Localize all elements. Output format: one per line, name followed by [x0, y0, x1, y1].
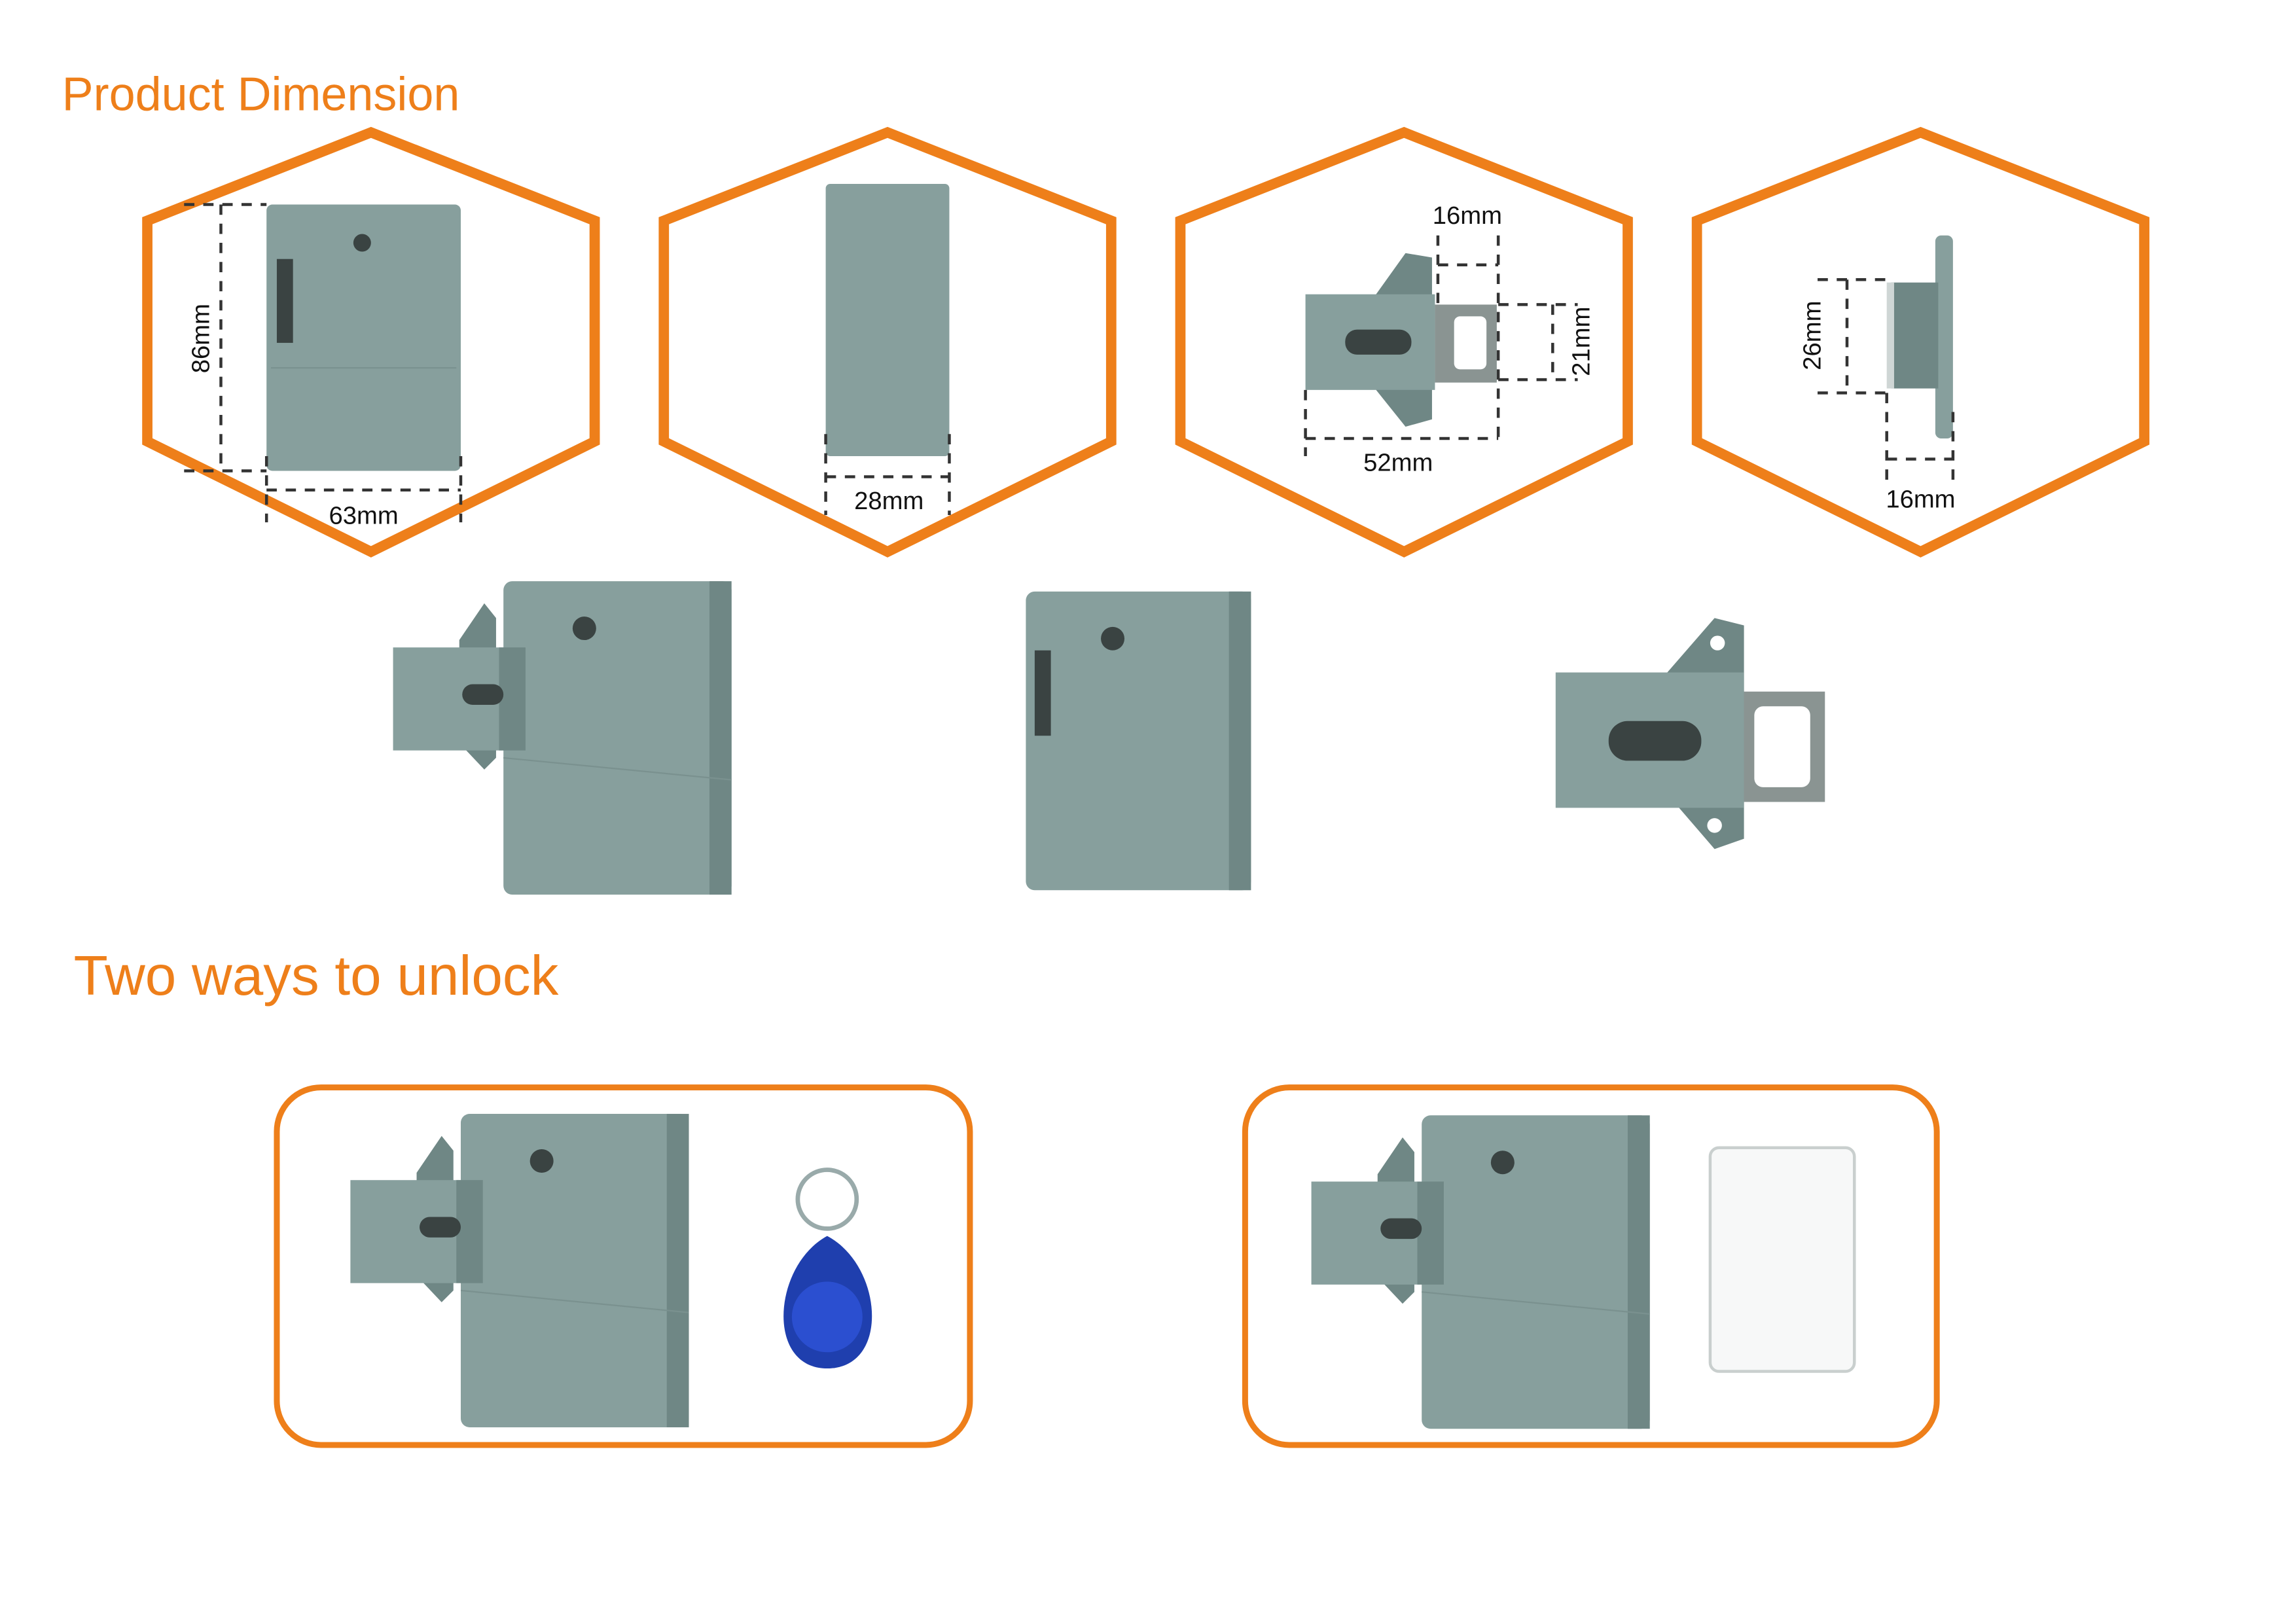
lock-render	[350, 1113, 690, 1429]
dimension-latch-front-view: 16mm 21mm 52mm	[1175, 126, 1633, 558]
dimension-latch-side-view: 26mm 16mm	[1691, 126, 2150, 558]
dimension-label-latch-length: 52mm	[1363, 448, 1433, 476]
unlock-method-key-fob	[274, 1084, 973, 1448]
section-title-unlock: Two ways to unlock	[74, 945, 559, 1007]
rfid-card-icon	[1708, 1146, 1856, 1373]
dimension-label-height: 86mm	[187, 304, 215, 373]
dimension-label-plate-width: 16mm	[1433, 202, 1502, 230]
dimension-label-depth: 28mm	[854, 487, 924, 515]
section-title-dimension: Product Dimension	[62, 69, 460, 121]
lock-with-latch-render	[392, 580, 732, 896]
dimension-label-side-height: 26mm	[1799, 301, 1827, 370]
dimension-label-side-depth: 16mm	[1886, 486, 1955, 514]
dimension-label-plate-height: 21mm	[1568, 307, 1596, 376]
lock-render	[1310, 1115, 1651, 1430]
key-fob-icon	[783, 1168, 872, 1369]
dimension-label-width: 63mm	[329, 501, 399, 529]
unlock-method-card	[1242, 1084, 1940, 1448]
dimension-side-view: 28mm	[658, 126, 1117, 558]
lock-body-render	[1026, 591, 1251, 891]
latch-render	[1555, 618, 1825, 849]
dimension-front-view: 86mm 63mm	[142, 126, 600, 558]
